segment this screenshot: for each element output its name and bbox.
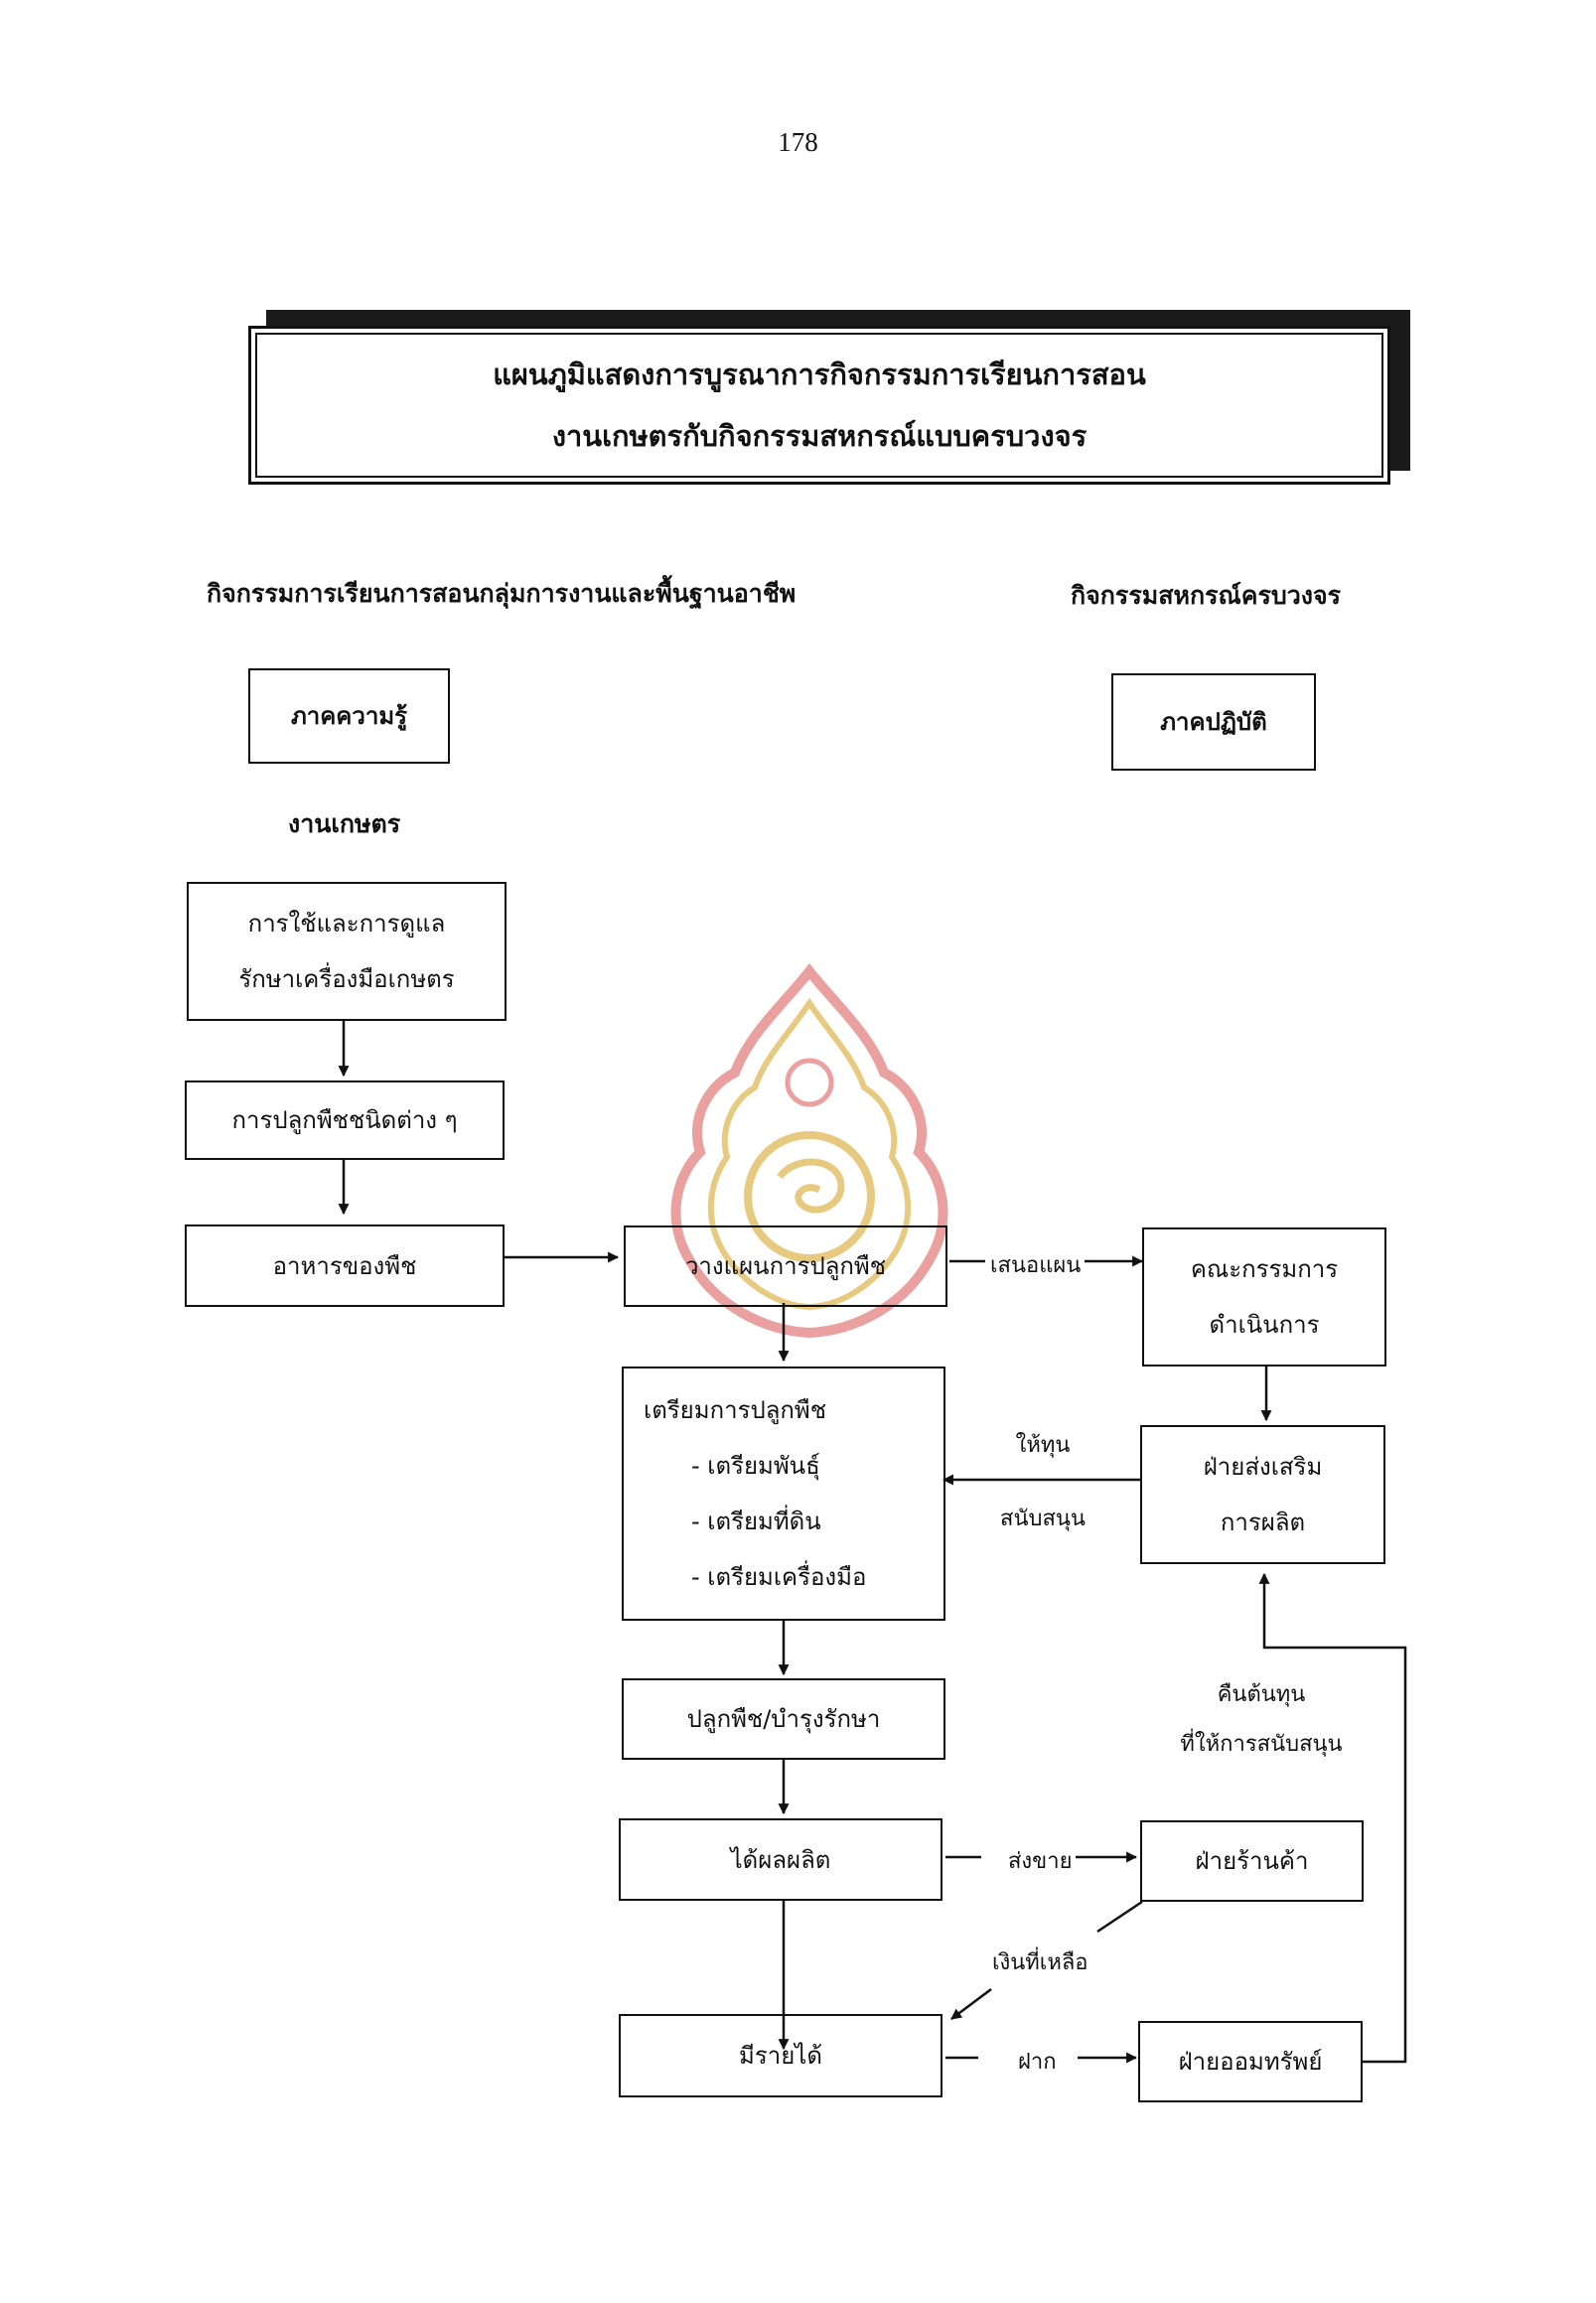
committee-box: คณะกรรมการ ดำเนินการ: [1142, 1227, 1386, 1367]
shop-box: ฝ่ายร้านค้า: [1140, 1820, 1364, 1902]
promotion-line-1: ฝ่ายส่งเสริม: [1203, 1453, 1323, 1481]
grow-maintain-box: ปลูกพืช/บำรุงรักษา: [622, 1678, 945, 1760]
prepare-planting-title: เตรียมการปลูกพืช: [644, 1396, 827, 1424]
shop-label: ฝ่ายร้านค้า: [1195, 1847, 1309, 1875]
prepare-item-seeds: - เตรียมพันธุ์: [691, 1452, 820, 1480]
school-seal-watermark: [670, 963, 948, 1339]
fund-support-line-2: สนับสนุน: [1000, 1507, 1086, 1531]
arrow-shop-to-income-b: [950, 1988, 992, 2020]
heading-left: กิจกรรมการเรียนการสอนกลุ่มการงานและพื้นฐ…: [207, 579, 797, 608]
prepare-item-land: - เตรียมที่ดิน: [691, 1508, 821, 1535]
heading-right: กิจกรรมสหกรณ์ครบวงจร: [1071, 581, 1342, 610]
plant-food-label: อาหารของพืช: [272, 1251, 417, 1280]
plant-types-box: การปลูกพืชชนิดต่าง ๆ: [185, 1080, 505, 1160]
seal-emblem-letter: [777, 1158, 845, 1214]
seal-wheel: [785, 1058, 834, 1107]
promotion-line-2: การผลิต: [1220, 1509, 1306, 1536]
tool-care-line-2: รักษาเครื่องมือเกษตร: [238, 965, 455, 993]
plan-planting-box: วางแผนการปลูกพืช: [624, 1225, 947, 1307]
plant-food-box: อาหารของพืช: [185, 1224, 505, 1307]
deposit-label: ฝาก: [1015, 2044, 1060, 2079]
remaining-money-label: เงินที่เหลือ: [989, 1944, 1091, 1979]
agriculture-heading: งานเกษตร: [288, 809, 401, 838]
repay-capital-line-2: ที่ให้การสนับสนุน: [1180, 1732, 1343, 1757]
savings-box: ฝ่ายออมทรัพย์: [1138, 2021, 1363, 2102]
produce-box: ได้ผลผลิต: [619, 1818, 943, 1901]
committee-line-1: คณะกรรมการ: [1190, 1255, 1339, 1283]
promotion-box: ฝ่ายส่งเสริม การผลิต: [1140, 1425, 1385, 1564]
grow-maintain-label: ปลูกพืช/บำรุงรักษา: [686, 1705, 881, 1733]
arrow-shop-to-income-a: [1096, 1900, 1143, 1934]
seal-emblem: [744, 1131, 875, 1262]
income-box: มีรายได้: [619, 2014, 943, 2097]
title-box: แผนภูมิแสดงการบูรณาการกิจกรรมการเรียนการ…: [248, 326, 1390, 485]
fund-support-line-1: ให้ทุน: [1015, 1433, 1071, 1458]
practice-section-box: ภาคปฏิบัติ: [1111, 673, 1316, 771]
prepare-planting-box: เตรียมการปลูกพืช - เตรียมพันธุ์ - เตรียม…: [622, 1367, 945, 1621]
seal-inner-outline: [707, 997, 912, 1311]
fund-support-label: ให้ทุน สนับสนุน: [983, 1422, 1102, 1543]
prepare-item-tools: - เตรียมเครื่องมือ: [691, 1563, 867, 1591]
income-label: มีรายได้: [739, 2042, 822, 2070]
committee-line-2: ดำเนินการ: [1209, 1311, 1320, 1339]
repay-capital-line-1: คืนต้นทุน: [1217, 1682, 1306, 1707]
practice-section-label: ภาคปฏิบัติ: [1160, 708, 1267, 736]
seal-outline: [670, 963, 948, 1339]
produce-label: ได้ผลผลิต: [730, 1845, 831, 1874]
plant-types-label: การปลูกพืชชนิดต่าง ๆ: [231, 1106, 458, 1134]
title-line-2: งานเกษตรกับกิจกรรมสหกรณ์แบบครบวงจร: [551, 419, 1088, 453]
knowledge-section-label: ภาคความรู้: [290, 702, 408, 730]
knowledge-section-box: ภาคความรู้: [248, 668, 450, 764]
page-number: 178: [778, 127, 818, 157]
arrow-savings-to-promotion: [1258, 1572, 1407, 2064]
savings-label: ฝ่ายออมทรัพย์: [1178, 2048, 1323, 2076]
title-line-1: แผนภูมิแสดงการบูรณาการกิจกรรมการเรียนการ…: [493, 358, 1146, 391]
tool-care-box: การใช้และการดูแล รักษาเครื่องมือเกษตร: [187, 882, 507, 1021]
sell-label: ส่งขาย: [1005, 1843, 1076, 1878]
repay-capital-label: คืนต้นทุน ที่ให้การสนับสนุน: [1142, 1670, 1380, 1770]
plan-planting-label: วางแผนการปลูกพืช: [684, 1252, 887, 1280]
tool-care-line-1: การใช้และการดูแล: [247, 910, 446, 937]
propose-plan-label: เสนอแผน: [987, 1247, 1085, 1282]
